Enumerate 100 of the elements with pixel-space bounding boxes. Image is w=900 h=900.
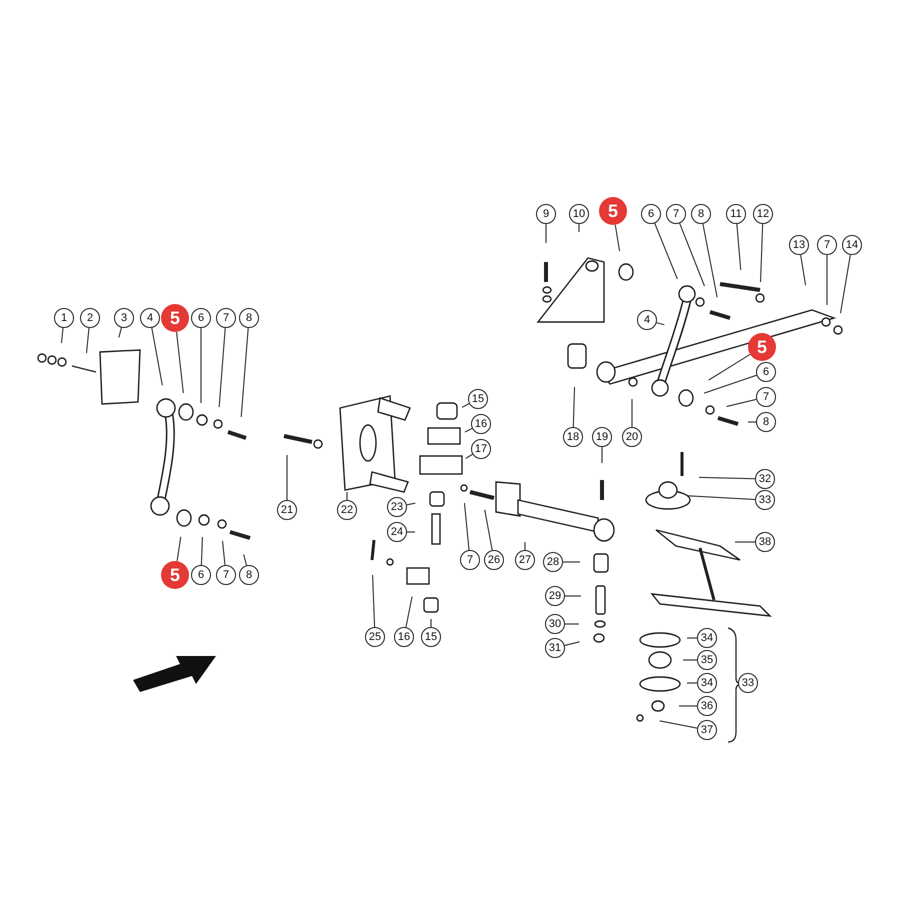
leader-line <box>218 327 226 408</box>
callout-number: 30 <box>545 614 565 634</box>
callout-number: 7 <box>216 308 236 328</box>
callout-number: 25 <box>365 627 385 647</box>
leader-line <box>698 476 756 480</box>
callout-number: 5 <box>748 333 776 361</box>
leader-line <box>86 327 90 354</box>
leader-line <box>686 495 756 500</box>
leader-line <box>176 536 182 562</box>
callout-number: 33 <box>738 673 758 693</box>
callout-number: 8 <box>756 412 776 432</box>
leader-line <box>61 327 64 344</box>
callout-number: 3 <box>114 308 134 328</box>
callout-number: 15 <box>468 389 488 409</box>
callout-number: 6 <box>641 204 661 224</box>
leader-line <box>118 327 122 338</box>
leader-line <box>654 222 678 280</box>
callout-number: 32 <box>755 469 775 489</box>
callout-number: 2 <box>80 308 100 328</box>
leader-line <box>524 542 526 550</box>
callout-number: 34 <box>697 673 717 693</box>
leader-line <box>656 322 665 326</box>
callout-number: 7 <box>460 550 480 570</box>
leader-line <box>736 223 742 271</box>
callout-number: 33 <box>755 490 775 510</box>
leader-line <box>151 327 163 386</box>
callout-number: 7 <box>817 235 837 255</box>
leader-line <box>462 403 470 408</box>
leader-line <box>372 574 376 628</box>
leader-line <box>702 223 718 298</box>
callout-number: 8 <box>691 204 711 224</box>
leader-line <box>405 596 413 628</box>
leader-line <box>659 720 698 729</box>
callout-number: 23 <box>387 497 407 517</box>
callout-number: 4 <box>637 310 657 330</box>
leader-line <box>200 328 202 404</box>
leader-line <box>243 554 247 566</box>
leader-line <box>760 224 764 282</box>
callout-number: 5 <box>599 197 627 225</box>
leader-line <box>286 454 288 500</box>
leader-line <box>240 327 249 418</box>
callout-number: 18 <box>563 427 583 447</box>
callout-number: 24 <box>387 522 407 542</box>
leader-line <box>708 354 751 381</box>
callout-number: 22 <box>337 500 357 520</box>
callout-number: 21 <box>277 500 297 520</box>
callout-number: 31 <box>545 638 565 658</box>
callout-number: 7 <box>216 565 236 585</box>
callout-number: 14 <box>842 235 862 255</box>
leader-line <box>686 682 698 684</box>
callout-number: 12 <box>753 204 773 224</box>
leader-line <box>406 502 416 506</box>
callout-number: 6 <box>756 362 776 382</box>
callout-number: 19 <box>592 427 612 447</box>
leader-line <box>430 618 432 628</box>
callout-number: 29 <box>545 586 565 606</box>
callout-number: 6 <box>191 308 211 328</box>
callout-number: 8 <box>239 565 259 585</box>
callout-number: 38 <box>755 532 775 552</box>
callout-number: 36 <box>697 696 717 716</box>
callout-number: 37 <box>697 720 717 740</box>
callout-number: 15 <box>421 627 441 647</box>
leader-line <box>840 254 851 314</box>
callout-number: 16 <box>471 414 491 434</box>
callout-number: 13 <box>789 235 809 255</box>
leader-line <box>800 254 806 286</box>
callout-number: 5 <box>161 561 189 589</box>
leader-line <box>564 641 580 646</box>
callout-number: 16 <box>394 627 414 647</box>
leader-line <box>572 386 576 428</box>
leader-line <box>614 224 620 252</box>
leader-line <box>464 502 470 551</box>
callout-number: 7 <box>756 387 776 407</box>
leader-line <box>484 509 493 551</box>
callout-number: 4 <box>140 308 160 328</box>
leader-line <box>726 398 757 407</box>
callout-number: 20 <box>622 427 642 447</box>
callout-number: 35 <box>697 650 717 670</box>
leader-line <box>200 536 203 566</box>
leader-line <box>578 224 580 232</box>
leader-line <box>346 492 348 500</box>
leader-line <box>704 374 758 394</box>
callout-number: 9 <box>536 204 556 224</box>
callout-number: 34 <box>697 628 717 648</box>
leader-line <box>222 540 226 566</box>
leader-line <box>679 222 705 287</box>
leader-line <box>176 331 184 394</box>
callout-number: 11 <box>726 204 746 224</box>
callout-number: 17 <box>471 439 491 459</box>
callout-number: 8 <box>239 308 259 328</box>
leader-line <box>826 254 828 306</box>
callout-number: 27 <box>515 550 535 570</box>
callout-number: 10 <box>569 204 589 224</box>
callout-number: 28 <box>543 552 563 572</box>
callout-number: 1 <box>54 308 74 328</box>
callout-number: 26 <box>484 550 504 570</box>
callout-number: 5 <box>161 304 189 332</box>
callout-number: 6 <box>191 565 211 585</box>
leader-line <box>465 454 473 459</box>
callout-number: 7 <box>666 204 686 224</box>
